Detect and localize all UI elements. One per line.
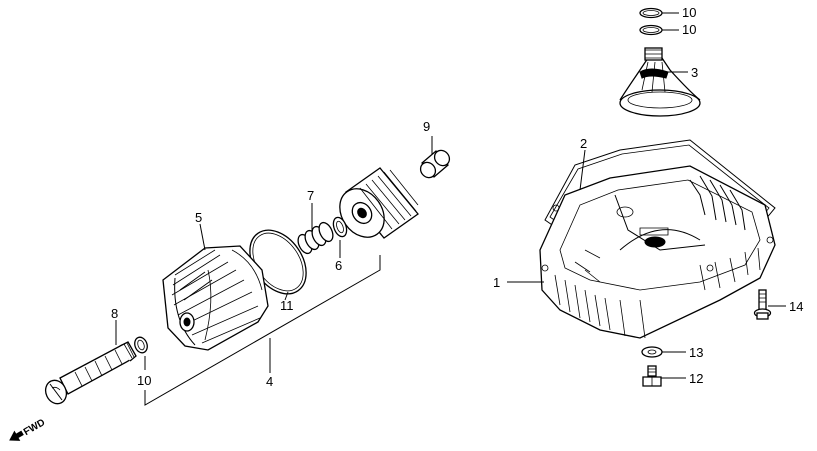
callout-11: 11 — [280, 298, 294, 313]
oil-filter-cover — [162, 245, 269, 351]
forward-direction-marker: FWD — [9, 417, 47, 441]
fwd-label: FWD — [22, 417, 47, 438]
callout-8: 8 — [111, 306, 118, 321]
forward-arrow-icon — [9, 430, 24, 441]
callout-7: 7 — [307, 188, 314, 203]
o-ring-top-lower — [639, 24, 663, 36]
callout-2: 2 — [580, 136, 587, 151]
drain-bolt-washer — [641, 346, 663, 358]
callout-13: 13 — [689, 345, 703, 360]
filter-collar — [419, 149, 451, 179]
callout-9: 9 — [423, 119, 430, 134]
oil-pan-bolt — [753, 289, 772, 320]
o-ring-top-upper — [639, 7, 663, 19]
callout-5: 5 — [195, 210, 202, 225]
callout-10-top-lower: 10 — [682, 22, 696, 37]
oil-strainer — [619, 47, 701, 117]
callout-14: 14 — [789, 299, 803, 314]
drain-bolt — [642, 365, 662, 387]
callout-4: 4 — [266, 374, 273, 389]
callout-3: 3 — [691, 65, 698, 80]
callout-labels: 10 10 3 9 2 7 5 6 1 11 14 8 13 10 4 12 — [111, 5, 803, 389]
oil-screen-bolt — [44, 341, 137, 405]
callout-6: 6 — [335, 258, 342, 273]
callout-1: 1 — [493, 275, 500, 290]
callout-10-bolt: 10 — [137, 373, 151, 388]
filter-washer — [332, 216, 348, 238]
leader-lines — [115, 12, 786, 406]
oil-pan — [539, 165, 776, 339]
bolt-washer — [134, 336, 148, 354]
callout-12: 12 — [689, 371, 703, 386]
filter-spring — [297, 221, 334, 255]
callout-10-top-upper: 10 — [682, 5, 696, 20]
